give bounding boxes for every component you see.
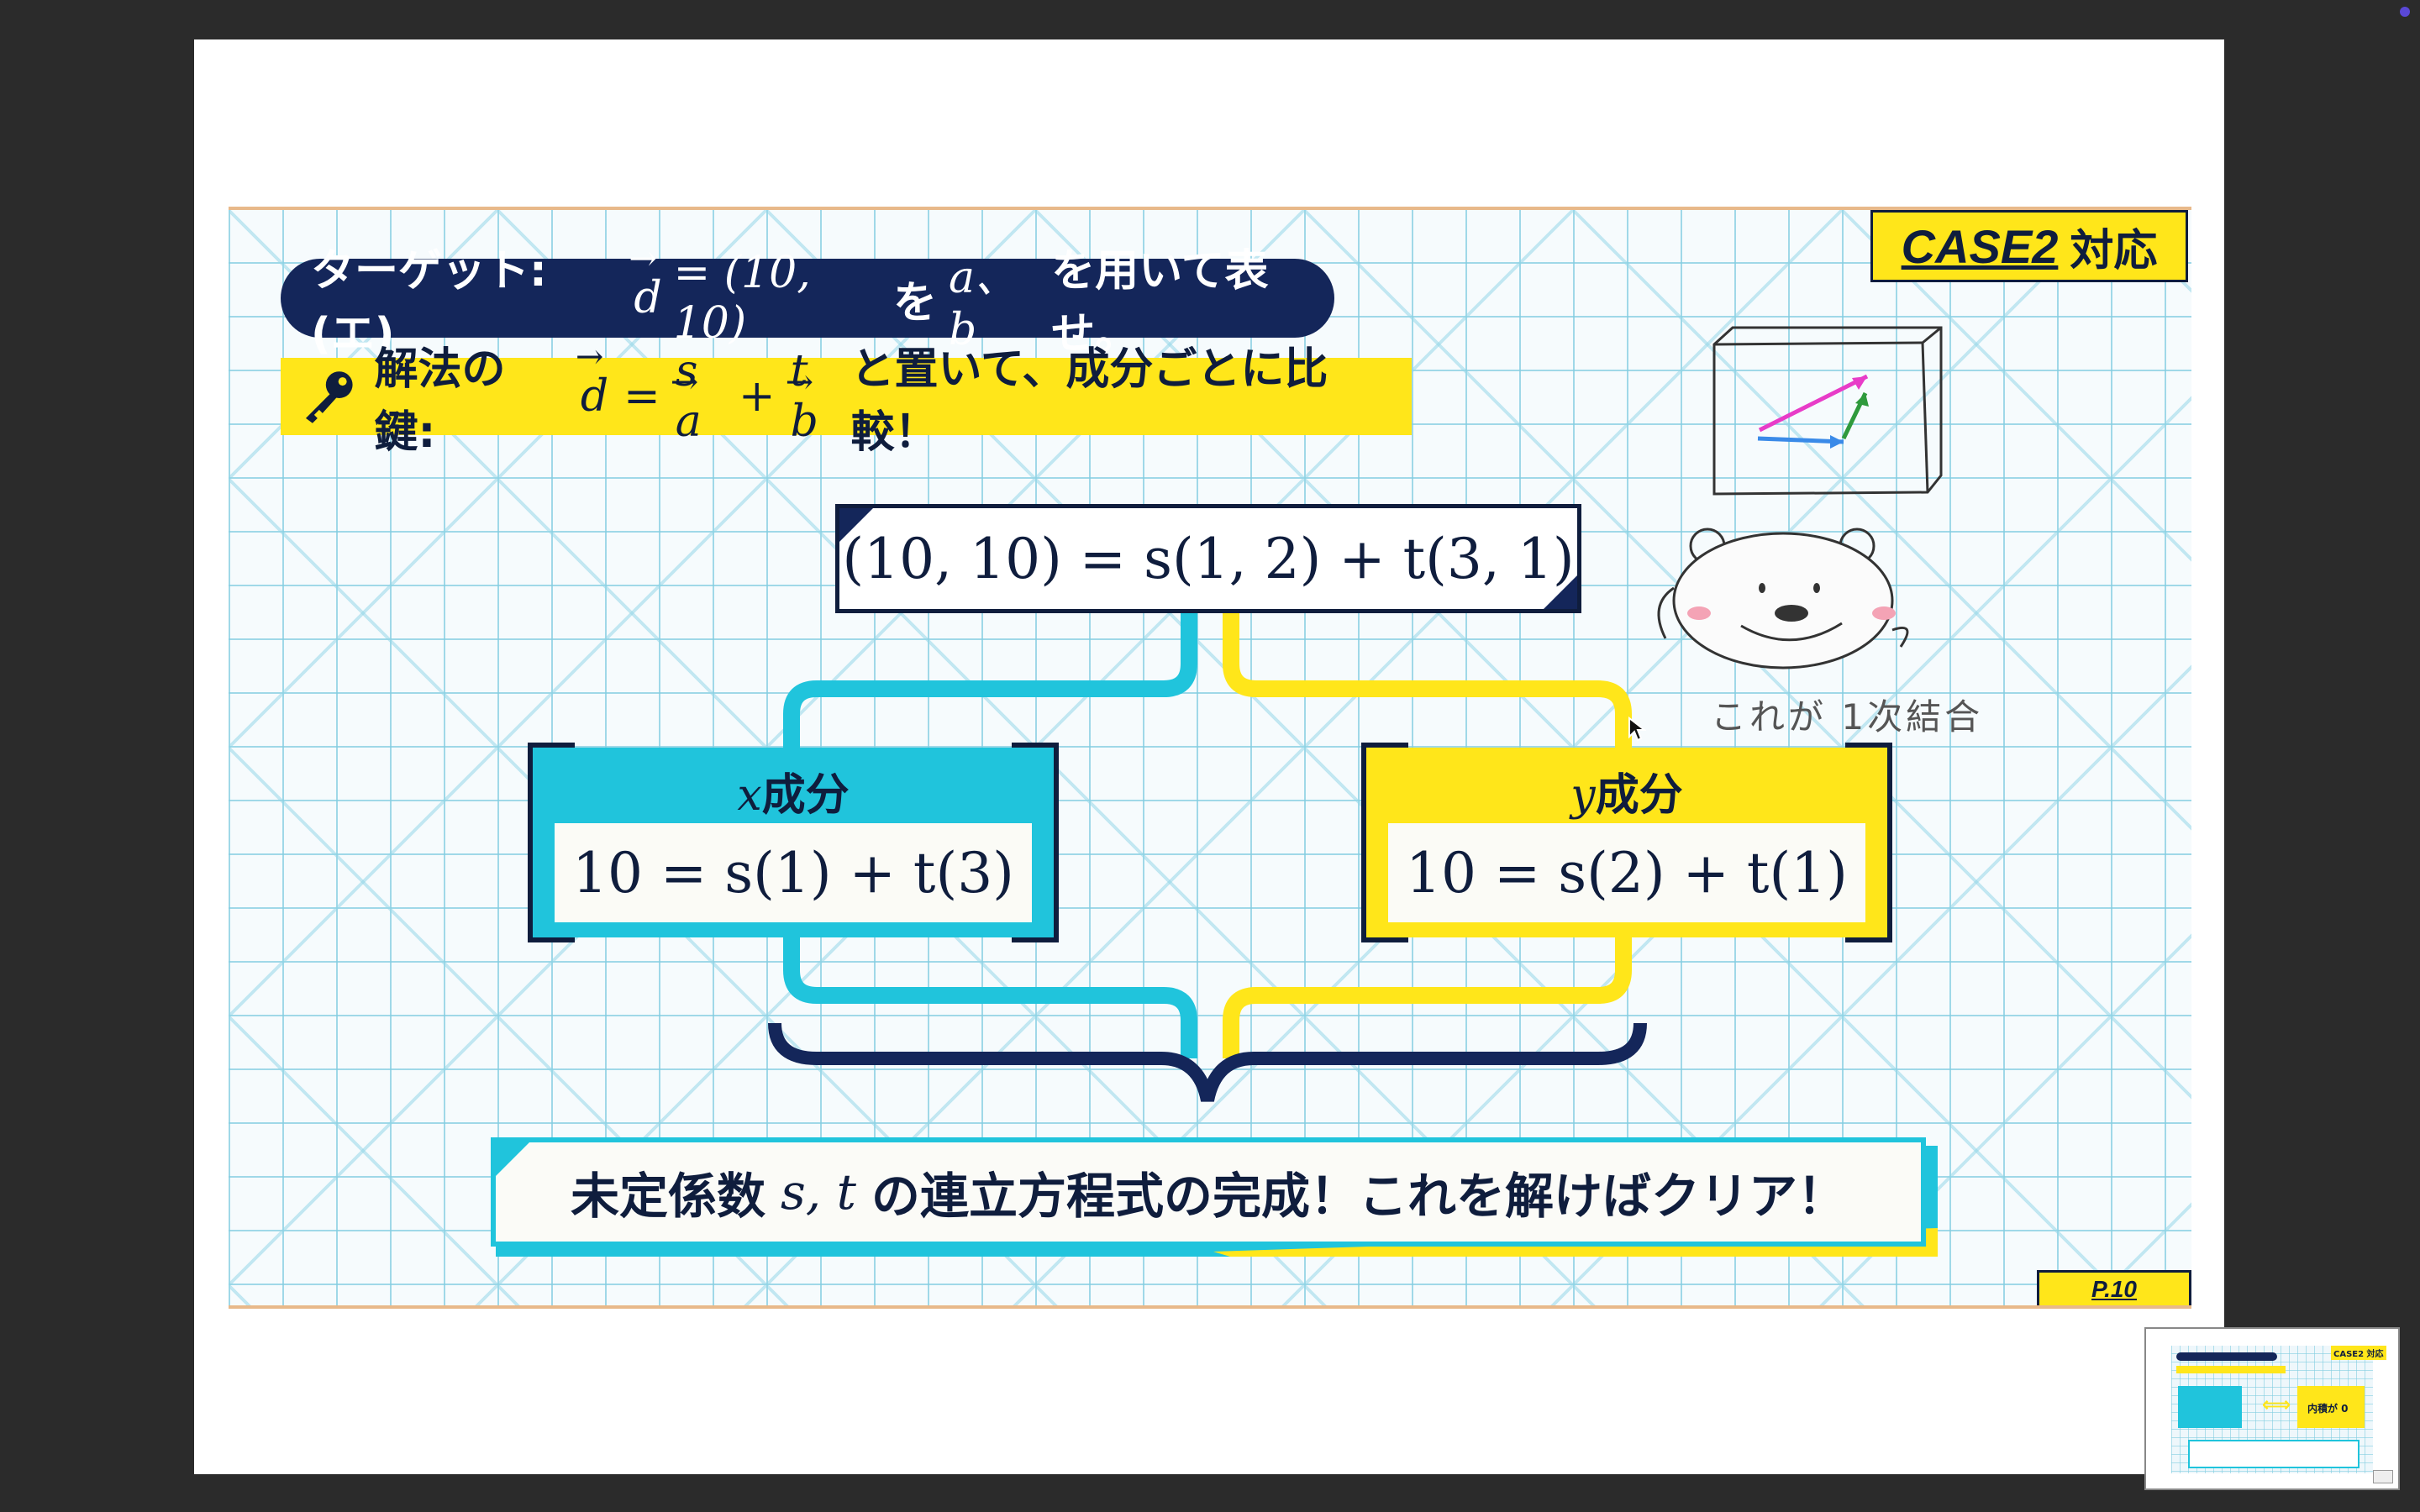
target-equation: = (10, 10) (673, 248, 811, 349)
thumbnail-key-bar (2176, 1366, 2286, 1373)
key-term-sa: sa (671, 346, 723, 447)
x-component-label: 成分 (761, 770, 850, 821)
case-badge: CASE2 対応 (1870, 210, 2188, 282)
bracket-left (528, 743, 575, 942)
y-component-title: y成分 (1366, 759, 1887, 822)
key-prefix: 解法の鍵: (374, 344, 506, 458)
x-component-box: x成分 10 = s(1) + t(3) (528, 743, 1059, 942)
y-component-box: y成分 10 = s(2) + t(1) (1361, 743, 1892, 942)
thumbnail-right-box (2297, 1386, 2365, 1428)
target-prefix: ターゲット: (エ) (311, 246, 547, 360)
conclusion-prefix: 未定係数 (571, 1168, 766, 1225)
thumbnail-inner-text: 内積が 0 (2307, 1403, 2349, 1415)
target-heading: ターゲット: (エ) d = (10, 10) を a、b を用いて表せ。 (281, 239, 1334, 360)
y-component-equation-panel: 10 = s(2) + t(1) (1388, 823, 1865, 922)
key-suffix: と置いて、成分ごとに比較！ (850, 344, 1328, 458)
target-suffix: を用いて表せ。 (1051, 246, 1269, 360)
key-vector-d: d (576, 338, 608, 422)
key-vector-a: a (671, 363, 702, 447)
key-plus: + (739, 371, 776, 422)
x-component-title: x成分 (533, 759, 1054, 822)
bracket-right (1845, 743, 1892, 942)
conclusion-banner: 未定係数 s, t の連立方程式の完成！これを解けばクリア！ (491, 1137, 1938, 1257)
conclusion-panel: 未定係数 s, t の連立方程式の完成！これを解けばクリア！ (491, 1137, 1926, 1247)
connector-lines (768, 613, 1647, 1102)
x-component-equation-panel: 10 = s(1) + t(3) (555, 823, 1032, 922)
page-number-badge: P.10 (2037, 1270, 2191, 1305)
y-component-label: 成分 (1595, 770, 1683, 821)
magenta-arrow (1758, 374, 1869, 433)
handwritten-note: これが 1次結合 (1711, 696, 1984, 738)
thumbnail-resize-handle[interactable] (2373, 1470, 2393, 1483)
presenter-indicator-dot (2400, 7, 2410, 17)
bracket-right (1012, 743, 1059, 942)
x-connector-top (783, 613, 1197, 748)
thumbnail-left-box (2178, 1386, 2242, 1428)
bracket-left (1361, 743, 1408, 942)
y-connector-bottom (1223, 937, 1632, 1058)
thumbnail-header-bar (2176, 1352, 2277, 1361)
key-icon (305, 371, 353, 423)
thumbnail-slide-preview: CASE2 対応 ⟺ 内積が 0 (2171, 1346, 2386, 1473)
hand-drawn-box-sketch (1712, 326, 1943, 496)
corner-accent (1544, 575, 1577, 609)
target-particle: を (892, 277, 937, 328)
slide-thumbnail[interactable]: CASE2 対応 ⟺ 内積が 0 (2146, 1329, 2398, 1488)
x-component-equation: 10 = s(1) + t(3) (572, 840, 1014, 906)
target-vector-d: d (629, 239, 661, 323)
target-vars: a、b (949, 252, 1019, 355)
x-connector-bottom (783, 937, 1197, 1058)
key-vector-b: b (786, 363, 818, 447)
case-badge-sub: 対応 (2070, 225, 2158, 276)
key-term-tb: tb (786, 346, 836, 447)
case-badge-main: CASE2 (1901, 219, 2059, 273)
main-equation-box: (10, 10) = s(1, 2) + t(3, 1) (835, 504, 1581, 613)
main-equation: (10, 10) = s(1, 2) + t(3, 1) (842, 526, 1575, 591)
conclusion-suffix: の連立方程式の完成！これを解けばクリア！ (871, 1168, 1846, 1225)
conclusion-vars: s, t (781, 1163, 856, 1221)
corner-accent (496, 1142, 529, 1176)
blue-arrow (1757, 436, 1844, 444)
thumbnail-badge: CASE2 対応 (2331, 1346, 2386, 1360)
corner-accent (839, 508, 873, 542)
x-var: x (737, 770, 762, 821)
bear-sketch (1657, 528, 1909, 669)
thumbnail-bottom-bar (2188, 1440, 2360, 1468)
slide: CASE2 対応 ターゲット: (エ) d = (10, 10) を a、b を… (229, 207, 2191, 1309)
y-var: y (1570, 770, 1596, 821)
y-component-equation: 10 = s(2) + t(1) (1406, 840, 1848, 906)
thumbnail-arrow-icon: ⟺ (2262, 1393, 2291, 1416)
key-hint-bar: 解法の鍵: d = sa + tb と置いて、成分ごとに比較！ (281, 338, 1412, 458)
key-equals: = (623, 371, 660, 422)
curly-brace (768, 1022, 1647, 1102)
y-connector-top (1223, 613, 1632, 748)
mouse-cursor-icon (1628, 717, 1646, 742)
